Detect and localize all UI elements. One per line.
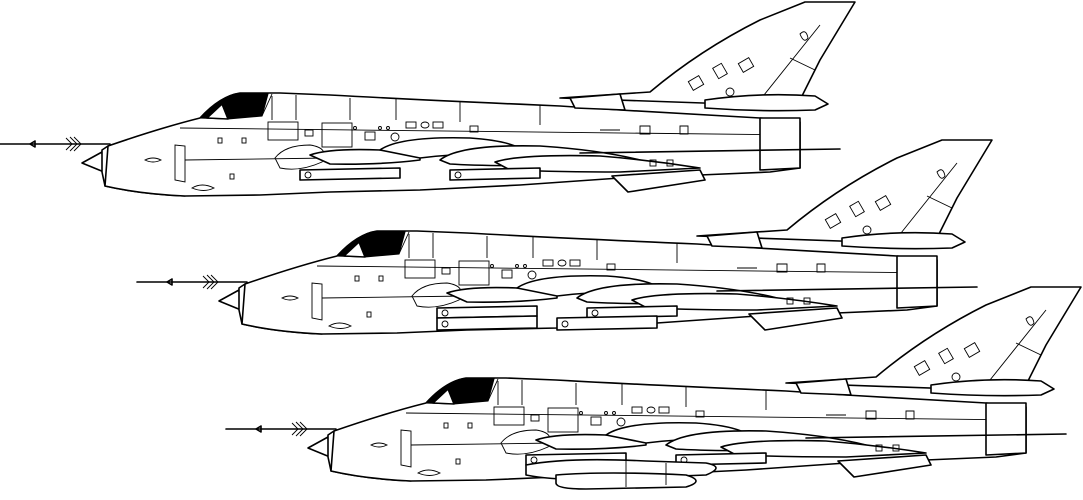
aircraft-1 [0, 1, 856, 197]
